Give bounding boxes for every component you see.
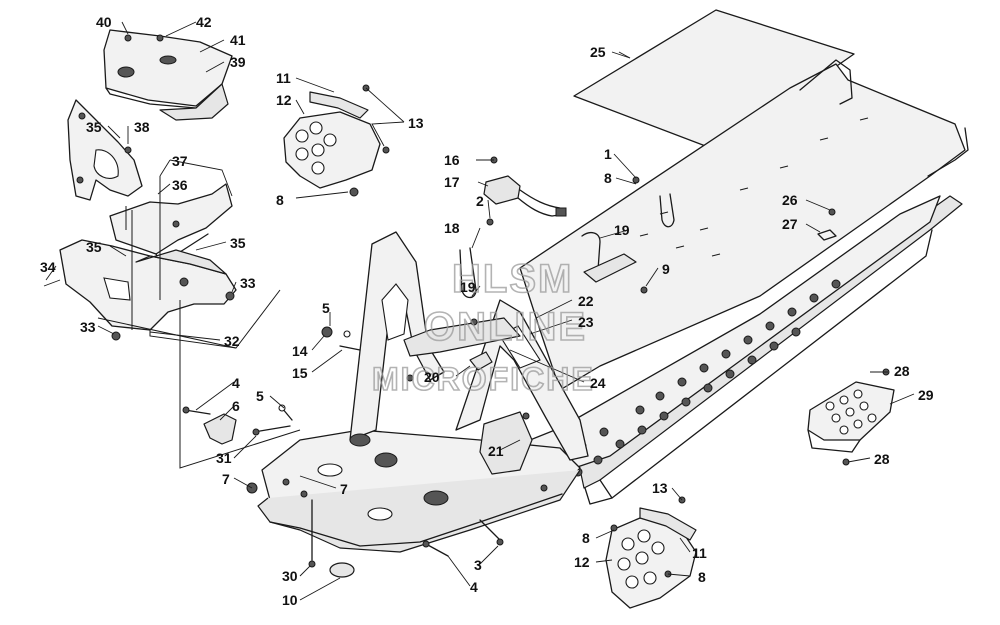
part-19-straps — [459, 176, 837, 371]
part-12-right-plate — [605, 496, 697, 609]
part-32-base — [43, 239, 237, 341]
callout-25: 25 — [590, 44, 606, 60]
callout-39: 39 — [230, 54, 246, 70]
callout-38: 38 — [134, 119, 150, 135]
callout-35-b: 35 — [86, 239, 102, 255]
tunnel-assembly — [419, 59, 969, 521]
callout-7: 7 — [222, 471, 230, 487]
callouts: 40 42 41 39 35 38 37 36 35 35 34 33 33 3… — [40, 14, 934, 608]
callout-24: 24 — [590, 375, 606, 391]
callout-37: 37 — [172, 153, 188, 169]
leader-lines — [45, 21, 915, 601]
part-39-41-cover — [103, 29, 233, 121]
callout-15: 15 — [292, 365, 308, 381]
callout-2: 2 — [476, 193, 484, 209]
callout-31: 31 — [216, 450, 232, 466]
callout-41: 41 — [230, 32, 246, 48]
callout-11: 11 — [276, 70, 291, 86]
callout-17: 17 — [444, 174, 460, 190]
callout-5-b: 5 — [256, 388, 264, 404]
callout-9: 9 — [662, 261, 670, 277]
front-fasteners — [182, 326, 504, 578]
watermark-line3: MICROFICHE — [372, 361, 595, 397]
callout-12-b: 12 — [574, 554, 590, 570]
callout-13: 13 — [408, 115, 424, 131]
callout-36: 36 — [172, 177, 188, 193]
callout-8-c: 8 — [582, 530, 590, 546]
callout-8-d: 8 — [698, 569, 706, 585]
callout-23: 23 — [578, 314, 594, 330]
callout-18: 18 — [444, 220, 460, 236]
callout-19-b: 19 — [460, 279, 476, 295]
callout-20: 20 — [424, 369, 440, 385]
callout-33: 33 — [240, 275, 256, 291]
watermark-line2: ONLINE — [424, 305, 587, 349]
callout-7-b: 7 — [340, 481, 348, 497]
callout-11-b: 11 — [692, 545, 707, 561]
callout-26: 26 — [782, 192, 798, 208]
callout-13-b: 13 — [652, 480, 668, 496]
callout-19: 19 — [614, 222, 630, 238]
callout-6: 6 — [232, 398, 240, 414]
callout-1: 1 — [604, 146, 612, 162]
callout-5: 5 — [322, 300, 330, 316]
callout-35-c: 35 — [230, 235, 246, 251]
callout-28: 28 — [894, 363, 910, 379]
part-35-38-bracket — [67, 99, 143, 201]
callout-16: 16 — [444, 152, 460, 168]
watermark: HLSM ONLINE MICROFICHE — [371, 256, 595, 398]
callout-4-b: 4 — [470, 579, 478, 595]
callout-33-b: 33 — [80, 319, 96, 335]
callout-10: 10 — [282, 592, 298, 608]
callout-29: 29 — [918, 387, 934, 403]
callout-8: 8 — [276, 192, 284, 208]
callout-35: 35 — [86, 119, 102, 135]
callout-8-b: 8 — [604, 170, 612, 186]
callout-14: 14 — [292, 343, 308, 359]
part-12-left-plate — [283, 84, 390, 197]
part-17-electrical-box — [483, 156, 567, 226]
watermark-line1: HLSM — [452, 257, 573, 301]
callout-21: 21 — [488, 443, 504, 459]
callout-22: 22 — [578, 293, 594, 309]
callout-4: 4 — [232, 375, 240, 391]
part-20-front-frame — [257, 231, 589, 553]
callout-12: 12 — [276, 92, 292, 108]
assembly-guides — [97, 176, 301, 469]
callout-28-b: 28 — [874, 451, 890, 467]
callout-34: 34 — [40, 259, 56, 275]
callout-3: 3 — [474, 557, 482, 573]
callout-27: 27 — [782, 216, 798, 232]
callout-40: 40 — [96, 14, 112, 30]
callout-42: 42 — [196, 14, 212, 30]
callout-32: 32 — [224, 333, 240, 349]
callout-30: 30 — [282, 568, 298, 584]
